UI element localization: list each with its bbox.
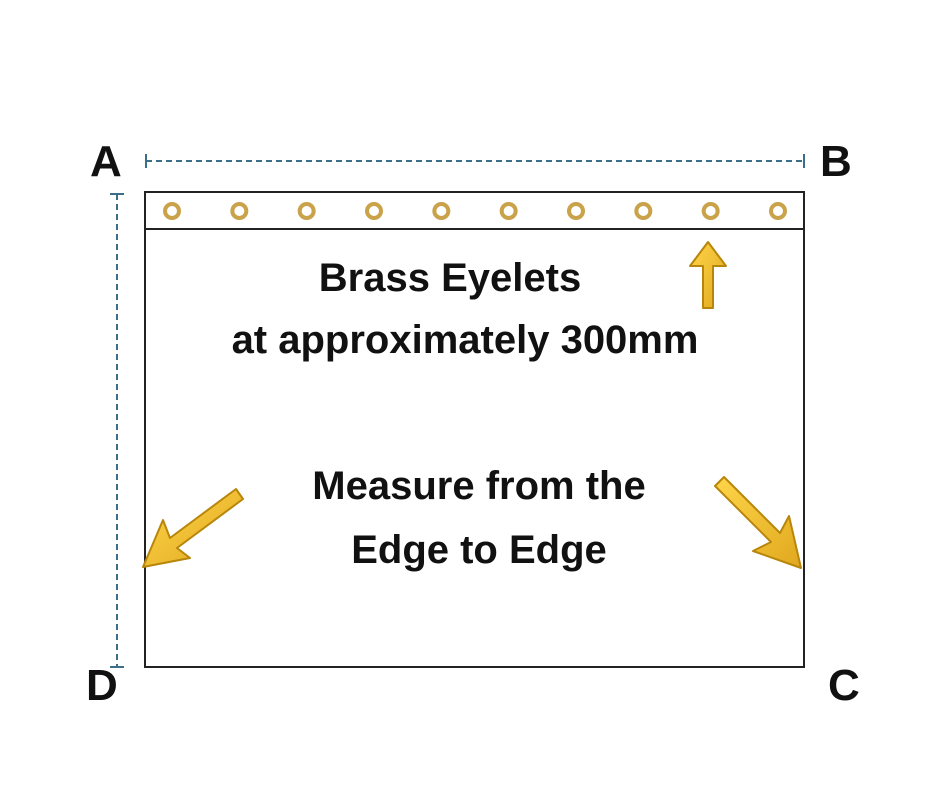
brass-eyelet (499, 202, 518, 220)
brass-eyelet (297, 202, 316, 220)
brass-eyelet (230, 202, 249, 220)
eyelet-row (163, 202, 787, 220)
up-arrow-icon (689, 241, 727, 309)
down-left-arrow-icon (142, 488, 244, 568)
brass-eyelet (634, 202, 653, 220)
down-right-arrow-icon (714, 476, 802, 569)
brass-eyelet (701, 202, 720, 220)
brass-eyelet (432, 202, 451, 220)
corner-label-b: B (820, 137, 852, 186)
measure-instruction-line1: Measure from the (312, 464, 646, 508)
corner-label-d: D (86, 661, 118, 710)
brass-eyelet (769, 202, 787, 220)
eyelets-spacing-text: at approximately 300mm (231, 318, 699, 362)
width-dimension-line (145, 154, 805, 168)
measure-instruction-line2: Edge to Edge (351, 528, 607, 572)
corner-label-a: A (90, 137, 122, 186)
brass-eyelet (567, 202, 585, 220)
corner-label-c: C (828, 661, 860, 710)
height-dimension-line (110, 193, 124, 668)
brass-eyelet (365, 202, 383, 220)
curtain-outline (144, 191, 805, 668)
brass-eyelet (163, 202, 181, 220)
eyelets-title: Brass Eyelets (318, 256, 582, 300)
